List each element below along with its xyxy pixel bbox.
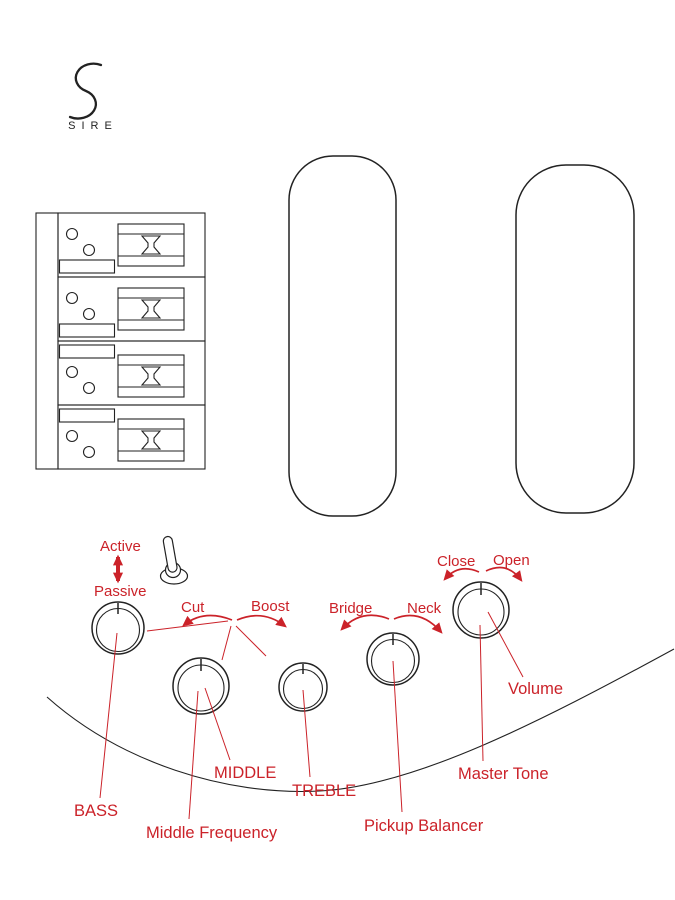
treble-label: TREBLE <box>292 782 356 800</box>
bridge-saddle-row <box>57 276 206 342</box>
bridge-saddle-row <box>57 340 206 406</box>
pickup-balancer-leader-line <box>392 660 403 813</box>
middle-label: MIDDLE <box>214 764 276 782</box>
pickup-balancer-label: Pickup Balancer <box>364 817 484 835</box>
boost-arrow-icon <box>236 614 287 628</box>
bass-label: BASS <box>74 802 118 820</box>
bass-bridge-top-view-icon <box>35 212 206 470</box>
passive-label: Passive <box>94 583 147 600</box>
cut-boost-connector-treble <box>235 625 267 657</box>
pickup-balancer-knob <box>366 632 420 686</box>
treble-knob <box>278 662 328 712</box>
volume-stacked-knob <box>452 581 510 639</box>
bridge-saddle-row <box>57 212 206 278</box>
bridge-arrow-icon <box>340 614 390 631</box>
toggle-switch-icon <box>159 535 189 585</box>
bridge-saddle-row <box>57 404 206 470</box>
open-arrow-icon <box>485 566 523 582</box>
neck-label: Neck <box>407 600 442 617</box>
open-label: Open <box>493 552 530 569</box>
neck-arrow-icon <box>393 614 443 634</box>
close-arrow-icon <box>443 567 480 581</box>
close-label: Close <box>437 553 475 570</box>
volume-label: Volume <box>508 680 563 698</box>
treble-leader-line <box>302 689 311 778</box>
cut-label: Cut <box>181 599 205 616</box>
bridge-label: Bridge <box>329 600 372 617</box>
pickup-soapbar-right-icon <box>515 164 635 514</box>
cut-boost-connector-middle <box>221 625 232 661</box>
middle-stacked-knob <box>172 657 230 715</box>
middle-leader-line <box>204 687 231 761</box>
bass-knob <box>91 601 145 655</box>
middle-frequency-label: Middle Frequency <box>146 824 278 842</box>
bass-leader-line <box>99 632 118 799</box>
master-tone-leader-line <box>479 624 484 762</box>
active-label: Active <box>100 538 141 555</box>
master-tone-label: Master Tone <box>458 765 549 783</box>
brand-wordmark: SIRE <box>68 120 118 132</box>
boost-label: Boost <box>251 598 290 615</box>
body-edge-curve <box>46 648 675 793</box>
cut-boost-connector-bass <box>146 620 229 632</box>
pickup-soapbar-left-icon <box>288 155 397 517</box>
middle-frequency-leader-line <box>188 690 199 820</box>
cut-arrow-icon <box>182 614 233 627</box>
sire-s-logo <box>68 62 103 120</box>
volume-leader-line <box>487 611 524 678</box>
